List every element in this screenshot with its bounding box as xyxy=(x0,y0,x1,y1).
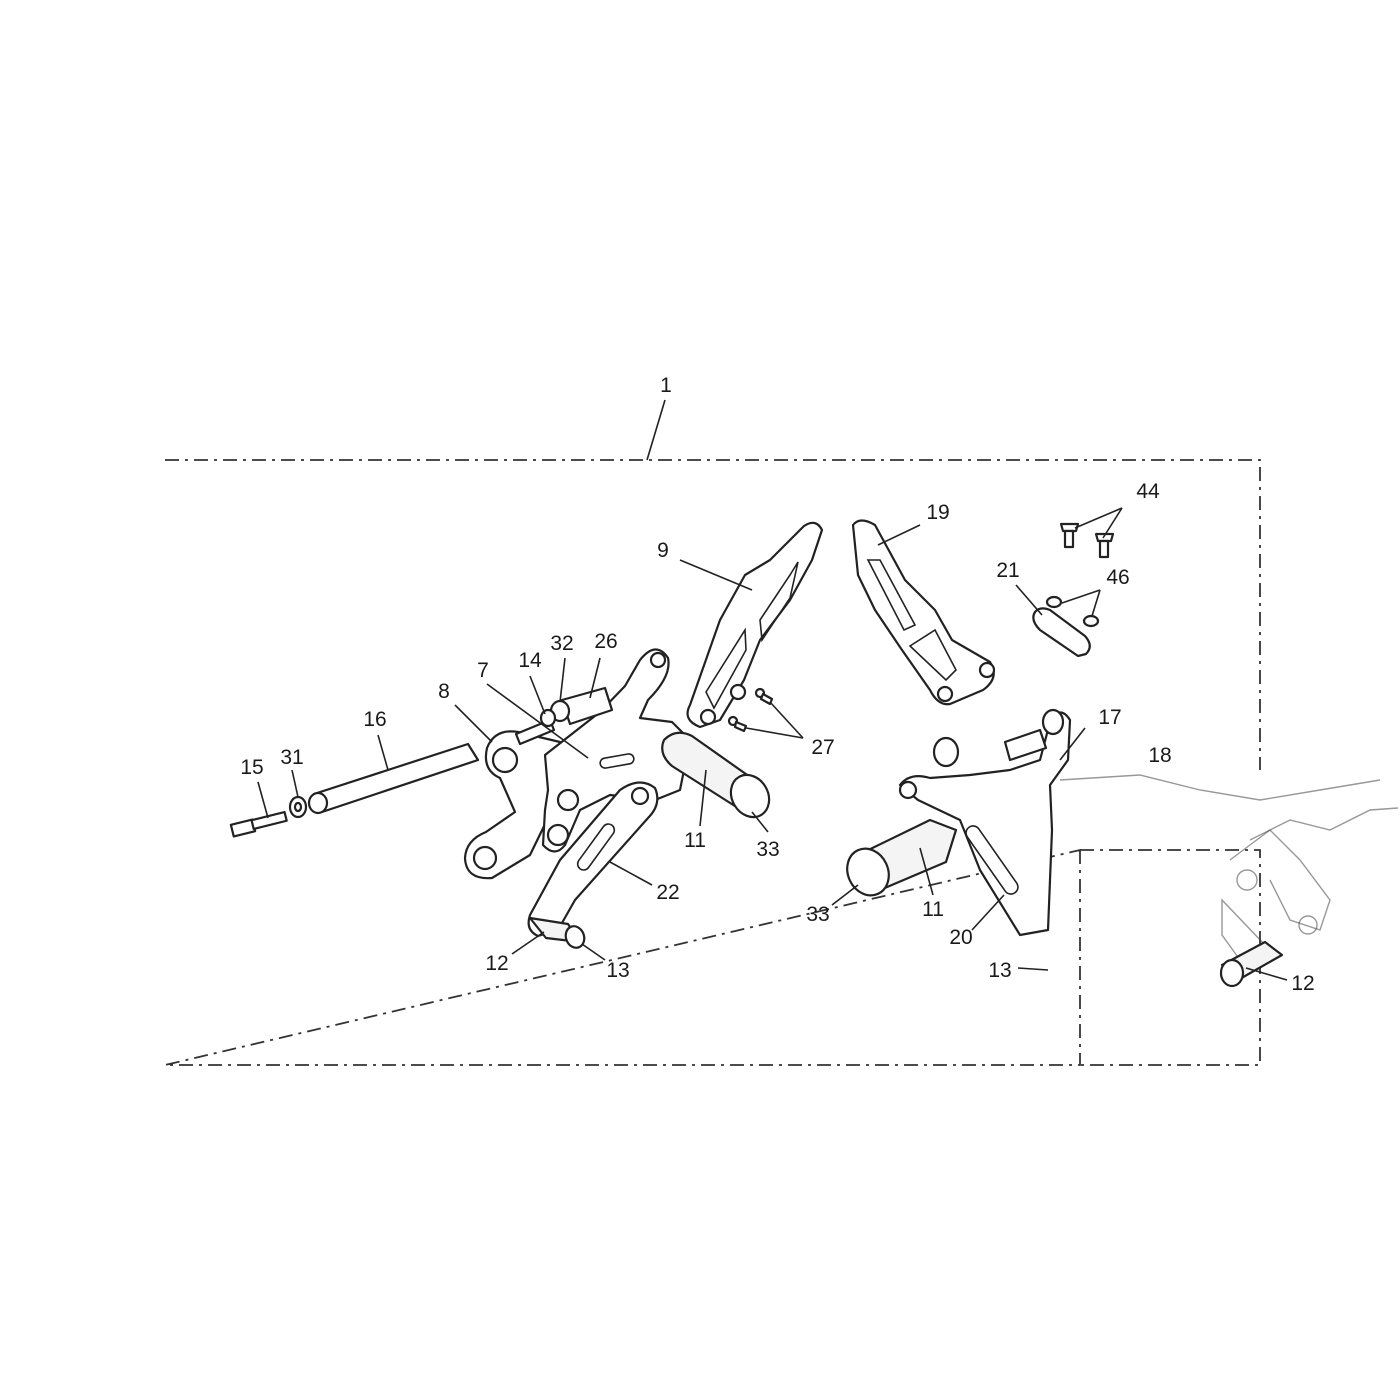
callout-32: 32 xyxy=(550,632,573,655)
callout-11-right: 11 xyxy=(922,898,944,921)
part-44-screws xyxy=(1059,522,1115,559)
part-22-gear-lever xyxy=(527,781,659,938)
part-46-nuts xyxy=(1045,595,1100,628)
part-21-bracket xyxy=(1032,607,1091,658)
callout-9: 9 xyxy=(657,539,669,562)
part-33-peg-rubber-left xyxy=(729,773,771,819)
part-15-bolt xyxy=(229,810,288,838)
kit-boundary-frame-inset xyxy=(1080,849,1261,1066)
callout-11-left: 11 xyxy=(684,829,706,852)
callout-20: 20 xyxy=(949,926,972,949)
callout-46: 46 xyxy=(1106,566,1129,589)
callout-19: 19 xyxy=(926,501,949,524)
callout-labels: 1 44 19 9 21 46 32 26 14 7 8 16 15 31 27… xyxy=(240,374,1314,995)
callout-33-right: 33 xyxy=(806,903,829,926)
kit-boundary-frame xyxy=(164,459,1261,1066)
callout-13-right: 13 xyxy=(988,959,1011,982)
callout-15: 15 xyxy=(240,756,263,779)
part-31-washer xyxy=(288,795,308,819)
ghost-image-remnant xyxy=(1059,774,1399,961)
callout-1: 1 xyxy=(660,374,672,397)
callout-7: 7 xyxy=(477,659,489,682)
callout-31: 31 xyxy=(280,746,303,769)
callout-12-left: 12 xyxy=(485,952,508,975)
callout-16: 16 xyxy=(363,708,386,731)
callout-8: 8 xyxy=(438,680,450,703)
callout-26: 26 xyxy=(594,630,617,653)
part-12-peg-inset xyxy=(1219,940,1284,988)
part-27-screws xyxy=(727,687,774,733)
callout-27: 27 xyxy=(811,736,834,759)
part-7-main-plate xyxy=(541,648,692,853)
part-13-lever-peg-cap xyxy=(564,925,586,949)
leader-lines xyxy=(257,399,1288,981)
callout-12-right: 12 xyxy=(1291,972,1314,995)
callout-18: 18 xyxy=(1148,744,1171,767)
part-17-right-plate xyxy=(898,708,1072,937)
callout-44: 44 xyxy=(1136,480,1160,503)
part-16-shaft xyxy=(307,742,480,815)
part-9-heel-guard xyxy=(686,521,824,729)
callout-14: 14 xyxy=(518,649,542,672)
part-20-brake-lever xyxy=(965,825,1019,895)
callout-21: 21 xyxy=(996,559,1019,582)
part-19-heel-guard xyxy=(851,519,996,706)
callout-13-left: 13 xyxy=(606,959,629,982)
callout-22: 22 xyxy=(656,881,679,904)
part-33-peg-rubber-right xyxy=(846,847,890,897)
callout-33-left: 33 xyxy=(756,838,779,861)
callout-17: 17 xyxy=(1098,706,1121,729)
